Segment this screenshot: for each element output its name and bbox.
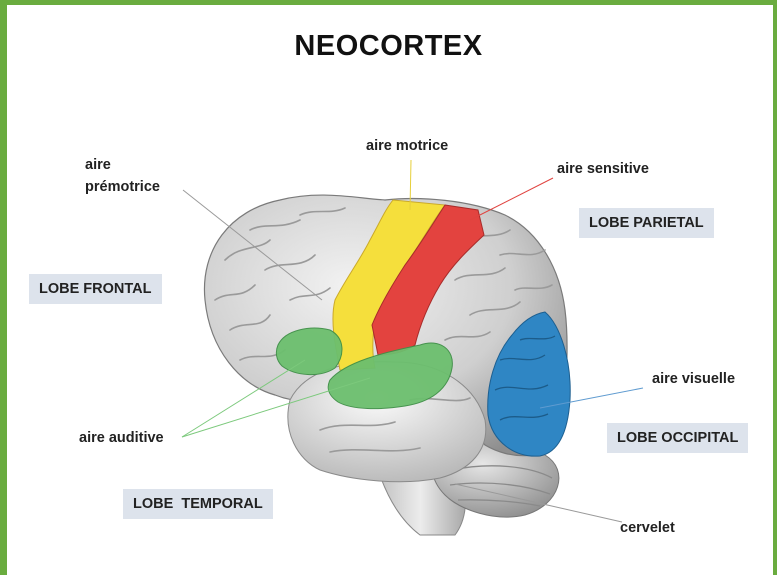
sensory-leader-line <box>470 178 553 220</box>
frontal-lobe-label: LOBE FRONTAL <box>29 274 162 304</box>
motor-area-label: aire motrice <box>366 136 448 156</box>
diagram-title: NEOCORTEX <box>0 30 777 63</box>
auditory-area-label: aire auditive <box>79 428 164 448</box>
parietal-lobe-label: LOBE PARIETAL <box>579 208 714 238</box>
premotor-label-line2: prémotrice <box>85 177 160 197</box>
sensory-area-label: aire sensitive <box>557 159 649 179</box>
auditory-area-upper <box>276 328 342 374</box>
visual-area-label: aire visuelle <box>652 369 735 389</box>
cerebellum-label: cervelet <box>620 518 675 538</box>
occipital-lobe-label: LOBE OCCIPITAL <box>607 423 748 453</box>
premotor-label-line1: aire <box>85 155 111 175</box>
temporal-lobe-label: LOBE TEMPORAL <box>123 489 273 519</box>
